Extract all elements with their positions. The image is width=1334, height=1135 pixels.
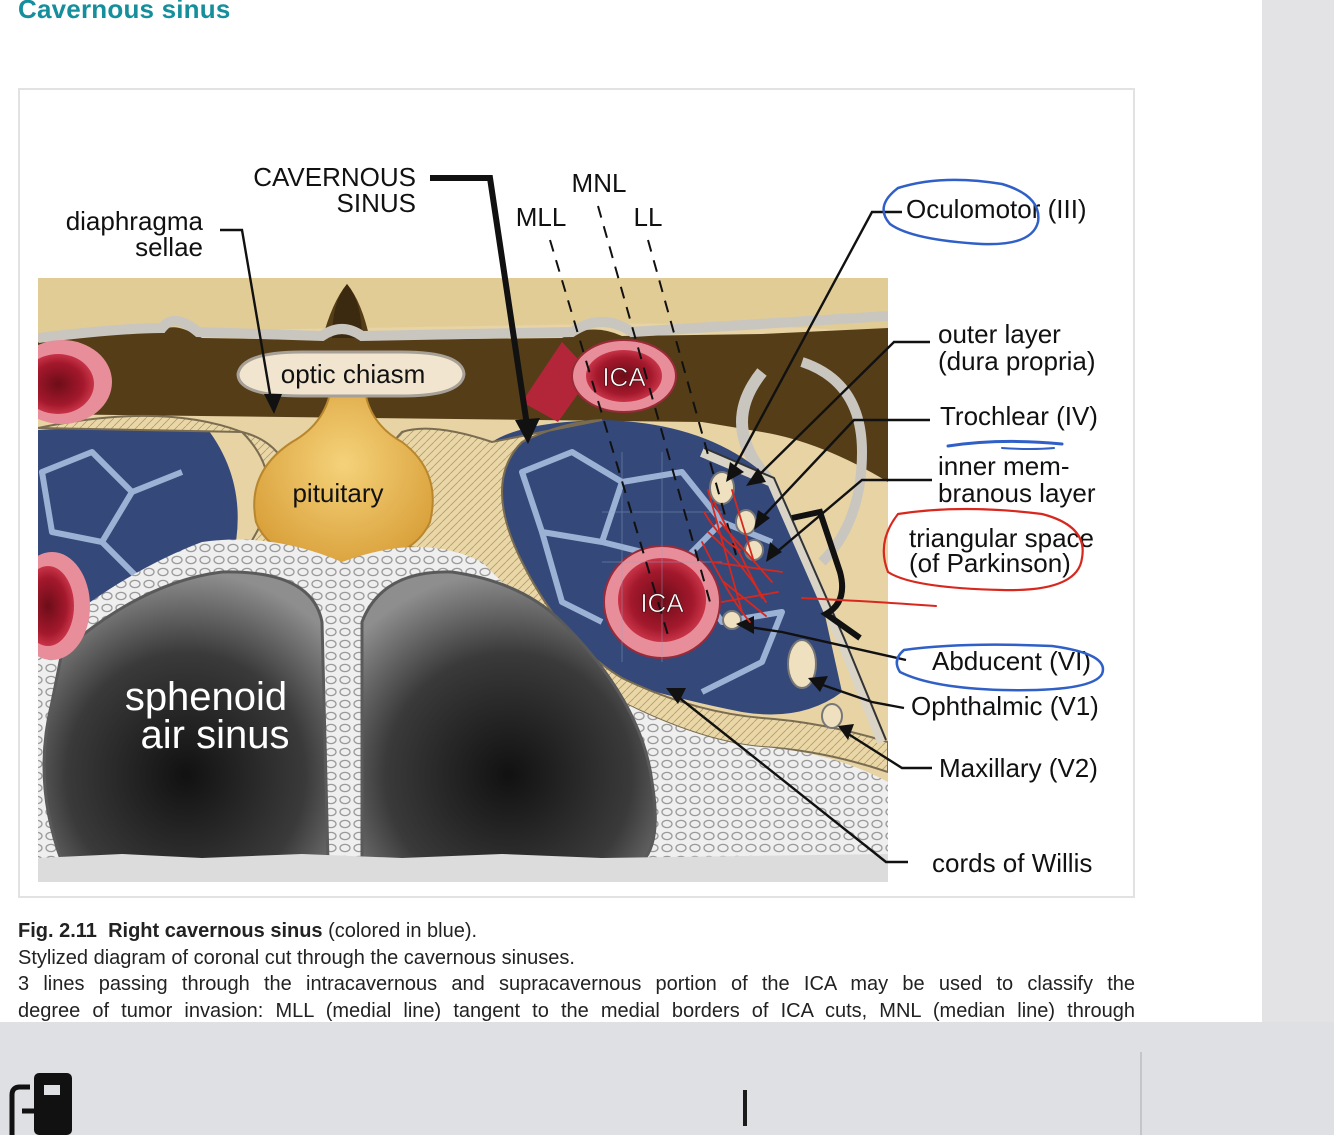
label-triangular-2: (of Parkinson): [909, 548, 1071, 578]
label-ica-top: ICA: [602, 362, 646, 392]
cavernous-sinus-leader: [430, 175, 531, 433]
label-maxillary: Maxillary (V2): [939, 753, 1098, 783]
diagram-panel: [38, 278, 888, 882]
document-page: Cavernous sinus: [18, 0, 1135, 1022]
label-pituitary: pituitary: [292, 478, 383, 508]
section-title: Cavernous sinus: [18, 0, 231, 24]
label-outer-layer-1: outer layer: [938, 319, 1061, 349]
caption-fig-title-suffix: (colored in blue).: [322, 920, 478, 942]
mnl-line: [597, 205, 711, 603]
label-oculomotor: Oculomotor (III): [906, 194, 1087, 224]
figure-caption: Fig. 2.11 Right cavernous sinus (colored…: [18, 918, 1135, 1022]
label-abducent: Abducent (VI): [932, 646, 1091, 676]
label-inner-layer-1: inner mem-: [938, 451, 1069, 481]
label-diaphragma-2: sellae: [135, 232, 203, 262]
label-triangular-1: triangular space: [909, 523, 1094, 553]
label-cavernous-2: SINUS: [337, 188, 416, 218]
label-optic-chiasm: optic chiasm: [281, 359, 426, 389]
label-mnl: MNL: [572, 168, 627, 198]
label-cavernous-1: CAVERNOUS: [253, 162, 416, 192]
caption-fig-label: Fig. 2.11: [18, 920, 97, 942]
caption-line-2: Stylized diagram of coronal cut through …: [18, 946, 575, 969]
caption-fig-title: Right cavernous sinus: [108, 920, 323, 942]
label-inner-layer-2: branous layer: [938, 478, 1096, 508]
caption-line-4: degree of tumor invasion: MLL (medial li…: [18, 999, 1135, 1022]
label-outer-layer-2: (dura propria): [938, 346, 1096, 376]
label-trochlear: Trochlear (IV): [940, 401, 1098, 431]
bottom-toolbar: [0, 1022, 1334, 1135]
mll-line: [549, 239, 671, 643]
caption-line-3: 3 lines passing through the intracaverno…: [18, 973, 1135, 995]
label-ll: LL: [634, 202, 663, 232]
label-ophthalmic: Ophthalmic (V1): [911, 691, 1099, 721]
handwritten-annotations: [701, 178, 1105, 692]
cavernous-sinus-diagram: CAVERNOUS SINUS MNL MLL LL diaphragma se…: [38, 162, 1105, 882]
label-diaphragma-1: diaphragma: [66, 206, 204, 236]
figure-2-11: CAVERNOUS SINUS MNL MLL LL diaphragma se…: [18, 88, 1135, 898]
scrollbar-gutter[interactable]: [1262, 0, 1334, 1022]
text-cursor: [743, 1090, 747, 1126]
clipboard-icon[interactable]: [8, 1071, 74, 1135]
label-mll: MLL: [516, 202, 567, 232]
label-cords-of-willis: cords of Willis: [932, 848, 1092, 878]
label-ica-main: ICA: [640, 588, 684, 618]
label-sphenoid-2: air sinus: [141, 713, 290, 757]
leader-lines: [220, 210, 932, 864]
ll-line: [647, 239, 739, 563]
label-sphenoid-1: sphenoid: [125, 675, 287, 719]
toolbar-divider: [1140, 1052, 1142, 1135]
